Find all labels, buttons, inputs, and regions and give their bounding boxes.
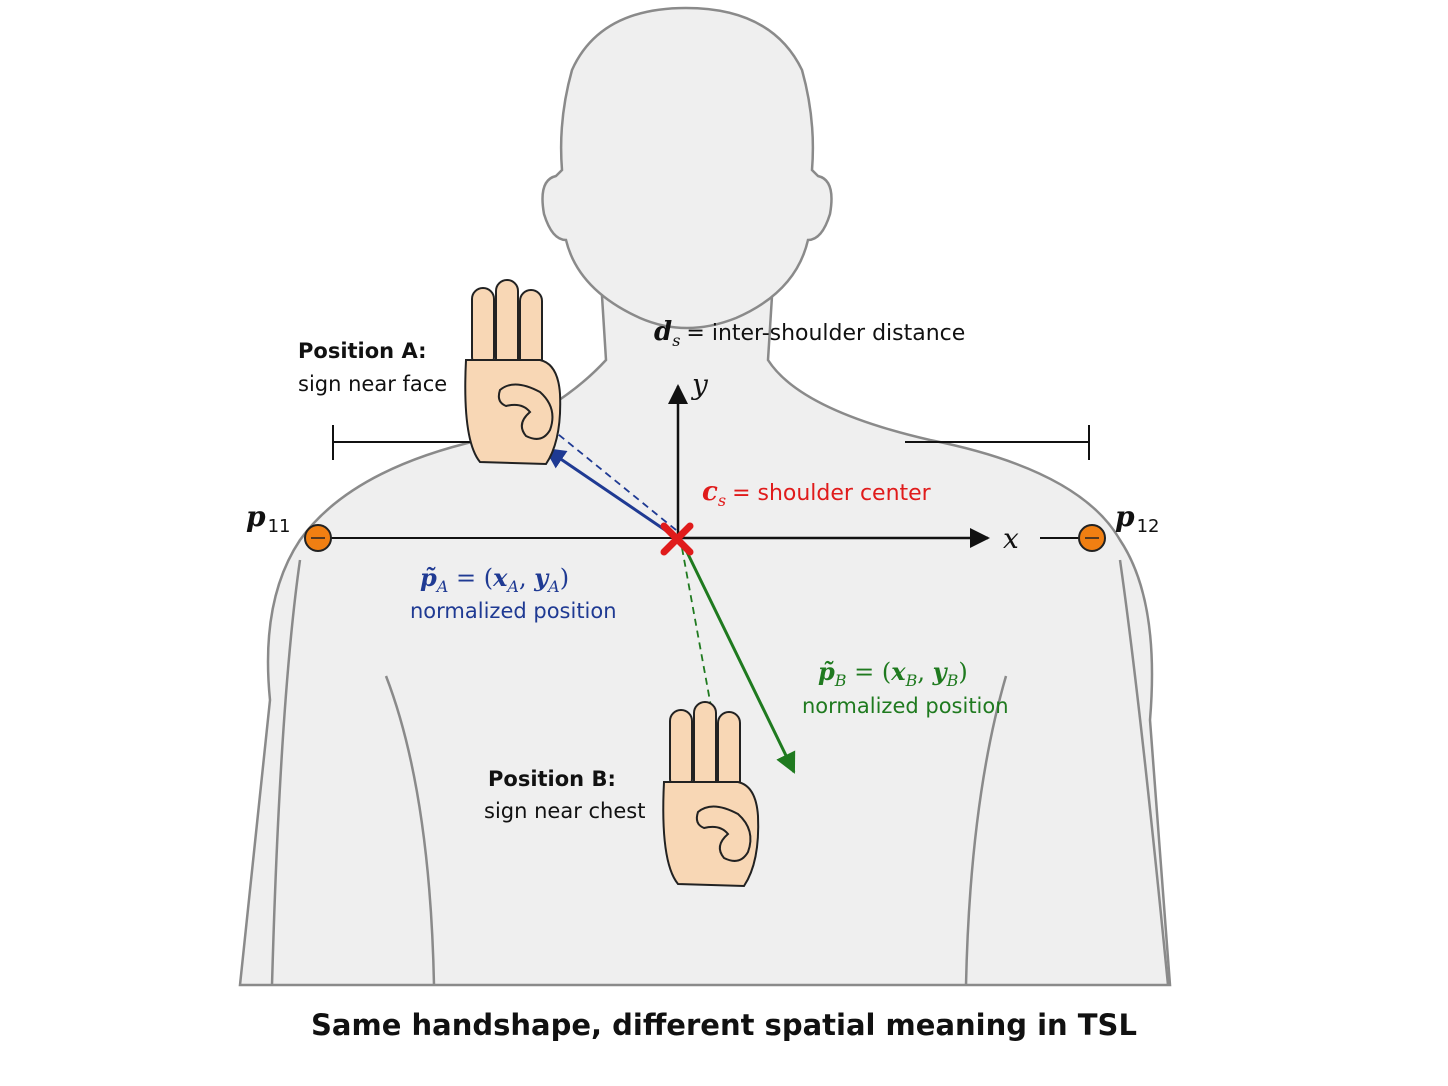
pa-x: x: [492, 563, 508, 592]
shoulder-center-cross-icon: [660, 522, 694, 556]
body-silhouette: [238, 294, 1172, 987]
x-axis-label: x: [1003, 522, 1019, 555]
p12-marker-icon: [1078, 524, 1106, 552]
vector-a-dashed: [547, 425, 677, 531]
pb-x: x: [890, 657, 906, 686]
position-b-title: Position B:: [488, 767, 616, 791]
vector-b-dashed: [681, 547, 713, 713]
inter-shoulder-bracket: [332, 425, 1090, 460]
pb-formula: p̃B = (xB, yB): [818, 657, 968, 690]
position-a-desc: sign near face: [298, 372, 447, 396]
pb-comma: ,: [917, 658, 932, 686]
position-b-desc: sign near chest: [484, 799, 645, 823]
ds-symbol: d: [654, 317, 672, 347]
pa-eq: = (: [448, 564, 493, 592]
cs-symbol: c: [702, 477, 718, 507]
cs-desc: = shoulder center: [732, 481, 932, 506]
pa-lhs-symbol: p̃: [420, 563, 437, 592]
pa-comma: ,: [519, 564, 534, 592]
ds-label: ds = inter-shoulder distance: [654, 317, 965, 350]
pa-lhs-sub: A: [435, 577, 449, 596]
vector-a: [544, 447, 669, 534]
p11-symbol: p: [246, 500, 266, 533]
pb-lhs-sub: B: [834, 671, 847, 690]
head-silhouette: [541, 6, 833, 330]
ds-desc: = inter-shoulder distance: [686, 321, 965, 346]
p12-sub: 12: [1137, 516, 1160, 537]
pa-y-sub: A: [546, 577, 560, 596]
pa-y: y: [533, 563, 550, 592]
pb-x-sub: B: [905, 671, 918, 690]
cs-label: cs = shoulder center: [702, 477, 932, 510]
pb-close: ): [958, 658, 967, 686]
cs-sub: s: [718, 491, 726, 510]
p12-symbol: p: [1115, 500, 1135, 533]
vector-b: [684, 549, 796, 774]
pa-x-sub: A: [505, 577, 519, 596]
pa-desc: normalized position: [410, 599, 617, 623]
y-axis-label: y: [690, 368, 709, 401]
pb-eq: = (: [847, 658, 892, 686]
hand-a-icon: [464, 279, 562, 465]
pb-desc: normalized position: [802, 694, 1009, 718]
pa-formula: p̃A = (xA, yA): [420, 563, 569, 596]
figure-caption: Same handshape, different spatial meanin…: [311, 1008, 1137, 1042]
ds-sub: s: [672, 331, 680, 350]
p11-marker-icon: [304, 524, 332, 552]
pa-close: ): [560, 564, 569, 592]
pb-y-sub: B: [946, 671, 959, 690]
p11-sub: 11: [268, 516, 291, 537]
position-a-title: Position A:: [298, 339, 426, 363]
pb-y: y: [932, 657, 949, 686]
pb-lhs-symbol: p̃: [818, 657, 835, 686]
